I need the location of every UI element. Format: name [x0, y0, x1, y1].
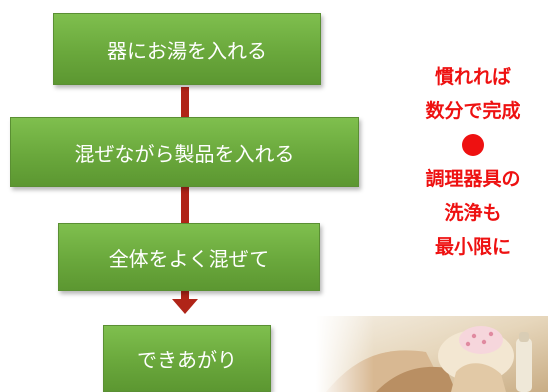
step-add-hot-water: 器にお湯を入れる	[53, 13, 321, 85]
note-line-4: 洗浄も	[444, 202, 502, 224]
step-add-product-while-mixing: 混ぜながら製品を入れる	[10, 117, 359, 187]
note-line-5: 最小限に	[434, 236, 511, 258]
benefit-note: 慣れれば 数分で完成 調理器具の 洗浄も 最小限に	[398, 60, 548, 264]
arrow-head	[172, 299, 198, 314]
connector-1-2	[181, 87, 189, 117]
cooking-photo-illustration	[316, 316, 548, 392]
step-mix-well: 全体をよく混ぜて	[58, 223, 320, 291]
connector-2-3	[181, 184, 189, 230]
cooking-photo	[316, 316, 548, 392]
note-line-2: 数分で完成	[425, 100, 521, 122]
connector-3-4	[181, 290, 189, 300]
step-done: できあがり	[103, 325, 271, 392]
bullet-dot	[462, 134, 484, 156]
note-line-1: 慣れれば	[434, 66, 511, 88]
note-line-3: 調理器具の	[425, 168, 521, 190]
